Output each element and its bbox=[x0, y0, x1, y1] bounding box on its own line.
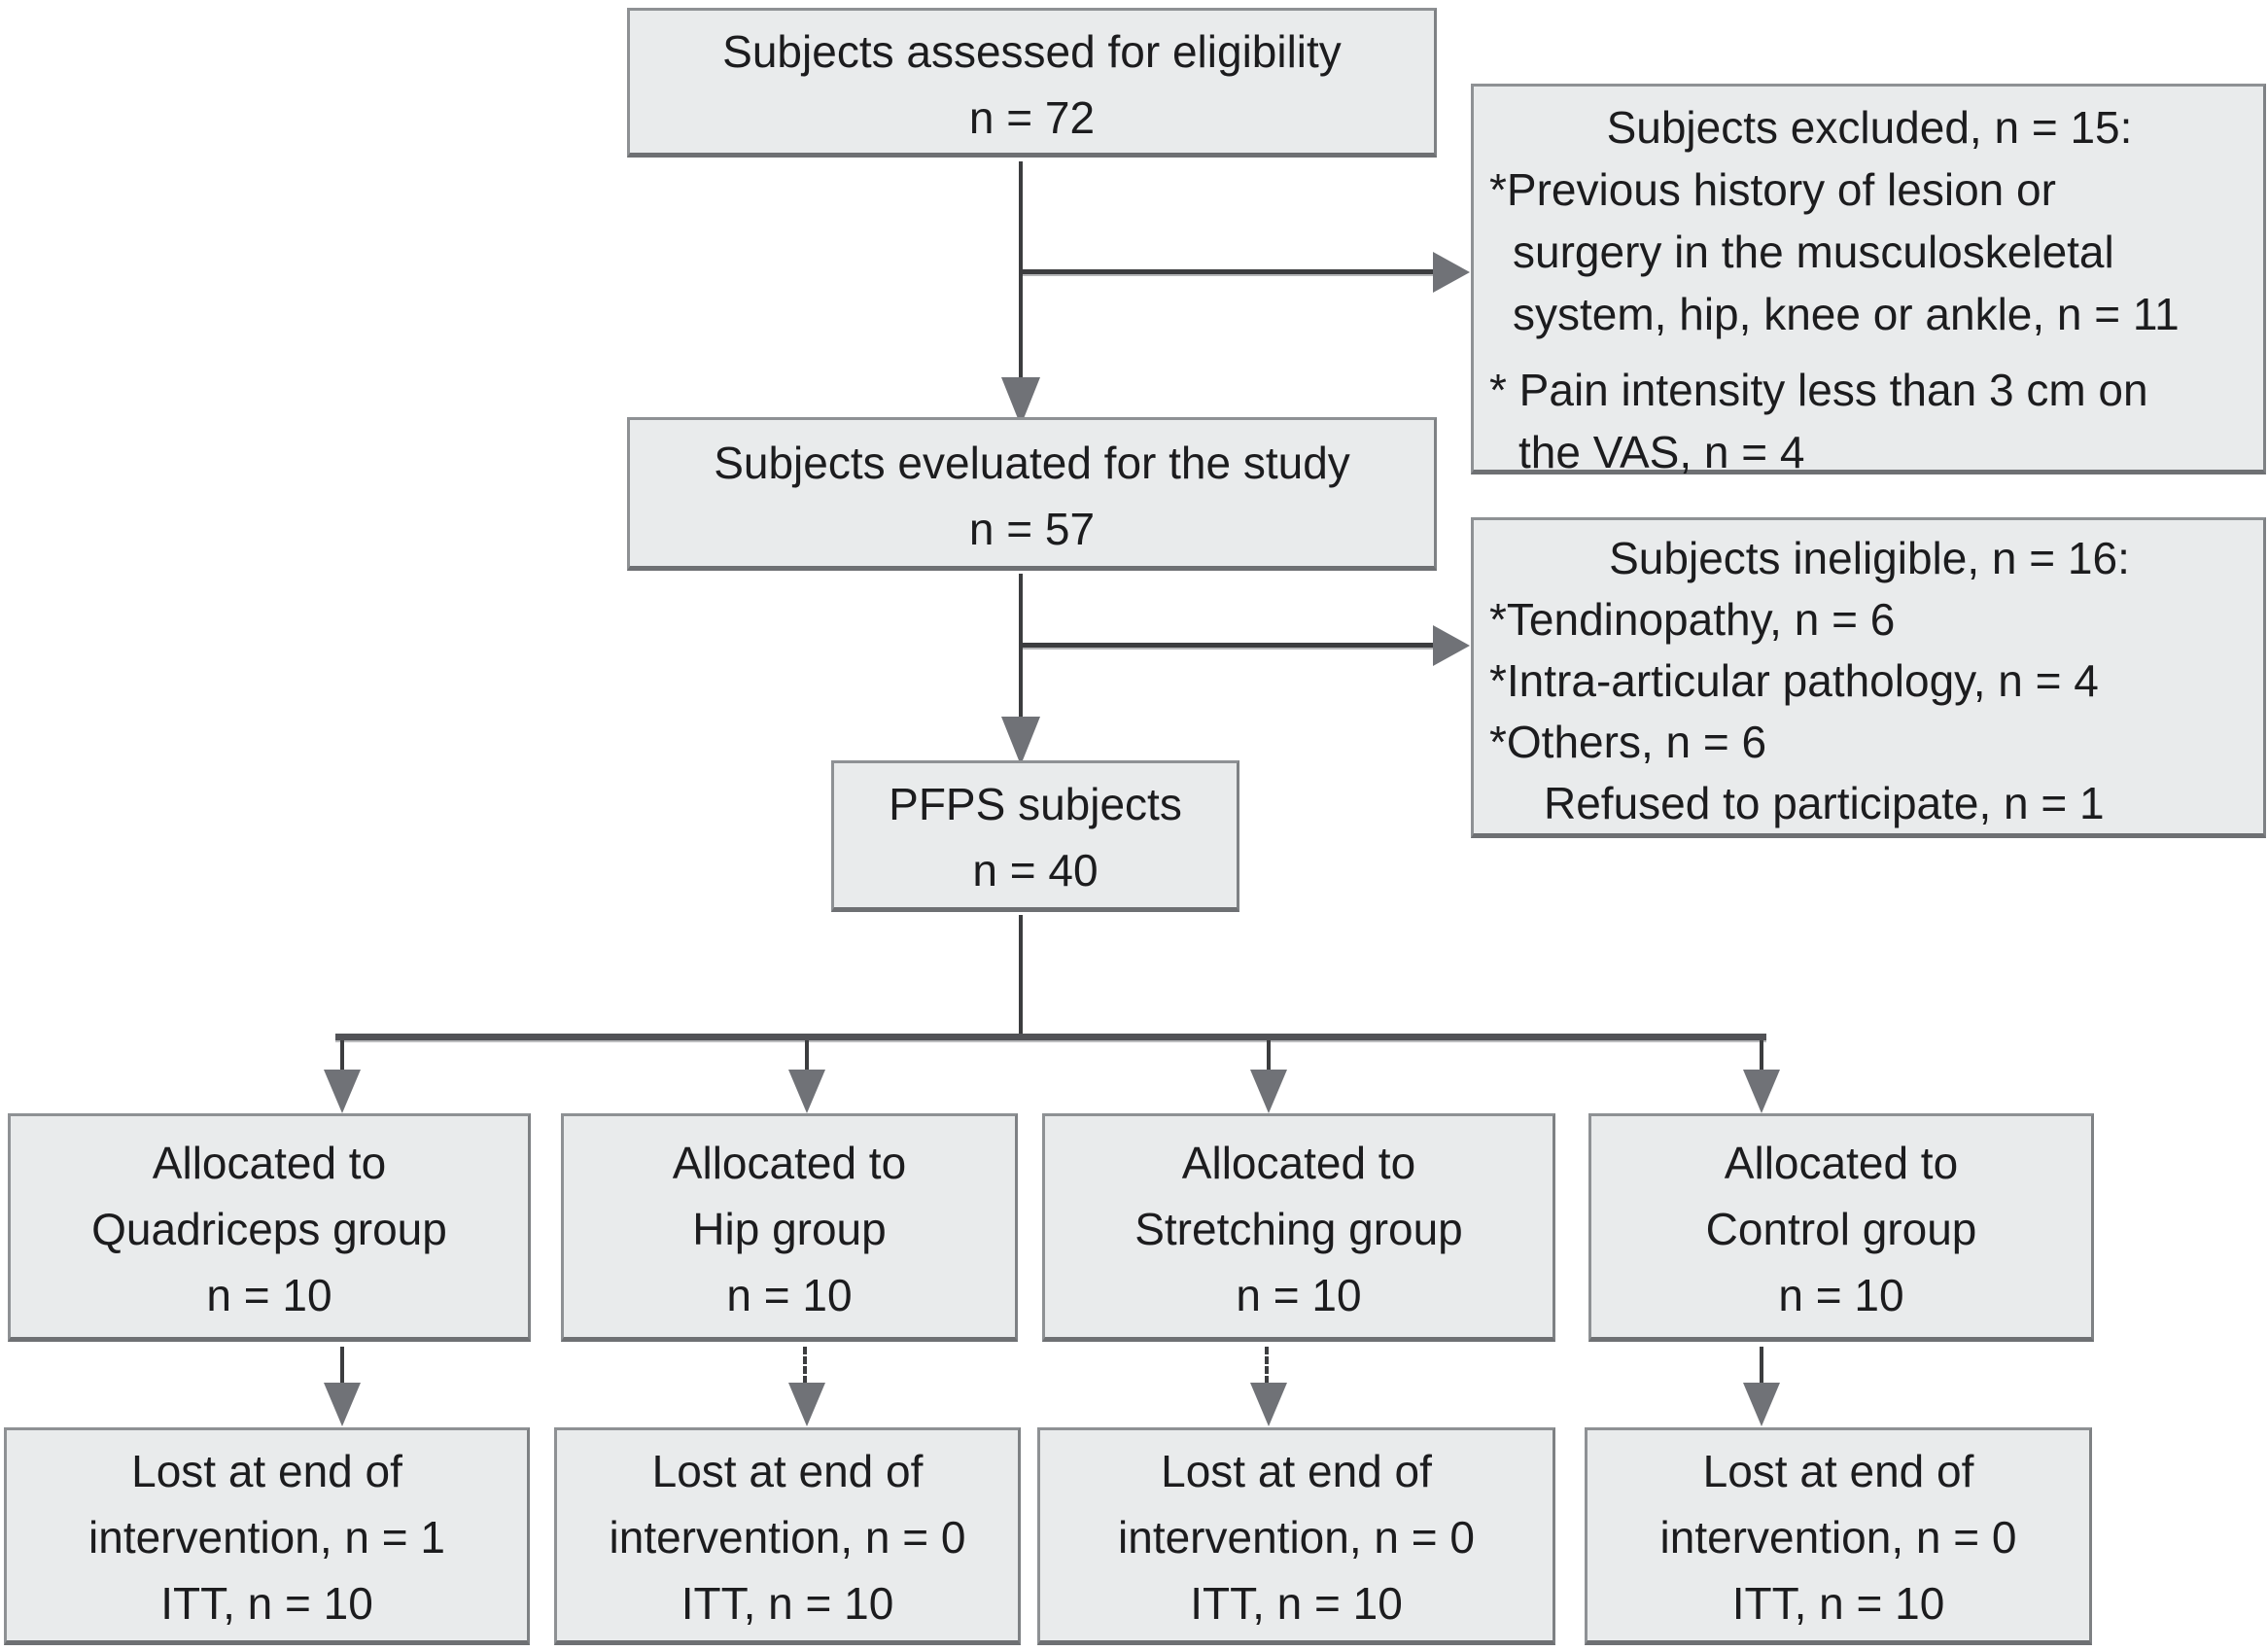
lost-hip-itt: ITT, n = 10 bbox=[680, 1578, 894, 1629]
alloc-quadriceps-line1: Allocated to bbox=[152, 1138, 387, 1188]
drop-stem-hip bbox=[805, 1040, 809, 1071]
arrow-stretching-lost-stem bbox=[1265, 1347, 1269, 1384]
alloc-quadriceps-count: n = 10 bbox=[206, 1270, 332, 1320]
ineligible-reason1: *Tendinopathy, n = 6 bbox=[1489, 594, 1896, 645]
ineligible-reason3: *Others, n = 6 bbox=[1489, 717, 1767, 767]
alloc-stretching-count: n = 10 bbox=[1236, 1270, 1362, 1320]
alloc-quadriceps-line2: Quadriceps group bbox=[91, 1204, 447, 1254]
arrow-pfps-down-stem bbox=[1019, 915, 1023, 1038]
lost-hip-line1: Lost at end of bbox=[651, 1446, 924, 1496]
arrow-evaluated-down-head bbox=[1001, 717, 1040, 765]
arrow-hip-lost-stem bbox=[803, 1347, 807, 1384]
arrow-control-lost-head bbox=[1743, 1383, 1780, 1426]
arrow-assessed-down-stem bbox=[1019, 161, 1023, 377]
arrow-quadriceps-lost-stem bbox=[340, 1347, 344, 1384]
branch-excluded-head bbox=[1433, 252, 1470, 293]
arrow-quadriceps-lost-head bbox=[324, 1383, 361, 1426]
lost-box-hip: Lost at end of intervention, n = 0 ITT, … bbox=[554, 1427, 1021, 1645]
drop-head-hip bbox=[788, 1070, 825, 1113]
pfps-label: PFPS subjects bbox=[889, 779, 1182, 829]
alloc-box-control: Allocated to Control group n = 10 bbox=[1588, 1113, 2094, 1342]
branch-excluded-line bbox=[1023, 269, 1435, 274]
ineligible-reason4: Refused to participate, n = 1 bbox=[1544, 778, 2105, 828]
assessed-label: Subjects assessed for eligibility bbox=[722, 26, 1342, 77]
excluded-reason2-line1: * Pain intensity less than 3 cm on bbox=[1489, 365, 2148, 415]
ineligible-title: Subjects ineligible, n = 16: bbox=[1609, 533, 2130, 583]
alloc-box-hip: Allocated to Hip group n = 10 bbox=[561, 1113, 1018, 1342]
distributor-line bbox=[335, 1034, 1766, 1040]
lost-stretching-itt: ITT, n = 10 bbox=[1190, 1578, 1403, 1629]
alloc-hip-line2: Hip group bbox=[692, 1204, 887, 1254]
excluded-reason2-line2: the VAS, n = 4 bbox=[1518, 427, 1805, 477]
evaluated-label: Subjects eveluated for the study bbox=[714, 438, 1350, 488]
alloc-stretching-line2: Stretching group bbox=[1134, 1204, 1463, 1254]
assessed-box: Subjects assessed for eligibility n = 72 bbox=[627, 8, 1437, 158]
lost-control-line1: Lost at end of bbox=[1702, 1446, 1974, 1496]
alloc-hip-line1: Allocated to bbox=[672, 1138, 907, 1188]
alloc-control-line1: Allocated to bbox=[1724, 1138, 1959, 1188]
lost-stretching-line1: Lost at end of bbox=[1161, 1446, 1432, 1496]
alloc-control-count: n = 10 bbox=[1778, 1270, 1904, 1320]
lost-box-control: Lost at end of intervention, n = 0 ITT, … bbox=[1585, 1427, 2092, 1645]
arrow-hip-lost-head bbox=[788, 1383, 825, 1426]
lost-hip-line2: intervention, n = 0 bbox=[609, 1512, 966, 1563]
evaluated-box: Subjects eveluated for the study n = 57 bbox=[627, 417, 1437, 571]
evaluated-count: n = 57 bbox=[968, 504, 1096, 554]
lost-quadriceps-line2: intervention, n = 1 bbox=[88, 1512, 445, 1563]
alloc-hip-count: n = 10 bbox=[726, 1270, 853, 1320]
excluded-reason1-line1: *Previous history of lesion or bbox=[1489, 164, 2056, 215]
drop-stem-control bbox=[1760, 1040, 1763, 1071]
arrow-control-lost-stem bbox=[1760, 1347, 1763, 1384]
excluded-title: Subjects excluded, n = 15: bbox=[1606, 102, 2133, 153]
lost-quadriceps-itt: ITT, n = 10 bbox=[160, 1578, 373, 1629]
pfps-box: PFPS subjects n = 40 bbox=[831, 760, 1239, 912]
drop-head-control bbox=[1743, 1070, 1780, 1113]
ineligible-box: Subjects ineligible, n = 16: *Tendinopat… bbox=[1471, 517, 2266, 838]
excluded-reason1-line2: surgery in the musculoskeletal bbox=[1513, 227, 2114, 277]
lost-stretching-line2: intervention, n = 0 bbox=[1118, 1512, 1475, 1563]
excluded-reason1-line3: system, hip, knee or ankle, n = 11 bbox=[1513, 289, 2180, 339]
branch-ineligible-head bbox=[1433, 625, 1470, 666]
branch-ineligible-line bbox=[1023, 643, 1435, 648]
lost-control-line2: intervention, n = 0 bbox=[1659, 1512, 2017, 1563]
arrow-stretching-lost-head bbox=[1250, 1383, 1287, 1426]
pfps-count: n = 40 bbox=[972, 845, 1099, 896]
alloc-stretching-line1: Allocated to bbox=[1181, 1138, 1416, 1188]
alloc-control-line2: Control group bbox=[1705, 1204, 1977, 1254]
arrow-evaluated-down-stem bbox=[1019, 574, 1023, 717]
alloc-box-stretching: Allocated to Stretching group n = 10 bbox=[1042, 1113, 1555, 1342]
assessed-count: n = 72 bbox=[968, 92, 1096, 143]
lost-quadriceps-line1: Lost at end of bbox=[131, 1446, 402, 1496]
lost-box-quadriceps: Lost at end of intervention, n = 1 ITT, … bbox=[4, 1427, 530, 1645]
drop-stem-quadriceps bbox=[340, 1040, 344, 1071]
lost-control-itt: ITT, n = 10 bbox=[1731, 1578, 1945, 1629]
drop-head-stretching bbox=[1250, 1070, 1287, 1113]
drop-head-quadriceps bbox=[324, 1070, 361, 1113]
alloc-box-quadriceps: Allocated to Quadriceps group n = 10 bbox=[8, 1113, 531, 1342]
drop-stem-stretching bbox=[1267, 1040, 1271, 1071]
excluded-box: Subjects excluded, n = 15: *Previous his… bbox=[1471, 84, 2266, 477]
ineligible-reason2: *Intra-articular pathology, n = 4 bbox=[1489, 655, 2099, 706]
lost-box-stretching: Lost at end of intervention, n = 0 ITT, … bbox=[1037, 1427, 1555, 1645]
